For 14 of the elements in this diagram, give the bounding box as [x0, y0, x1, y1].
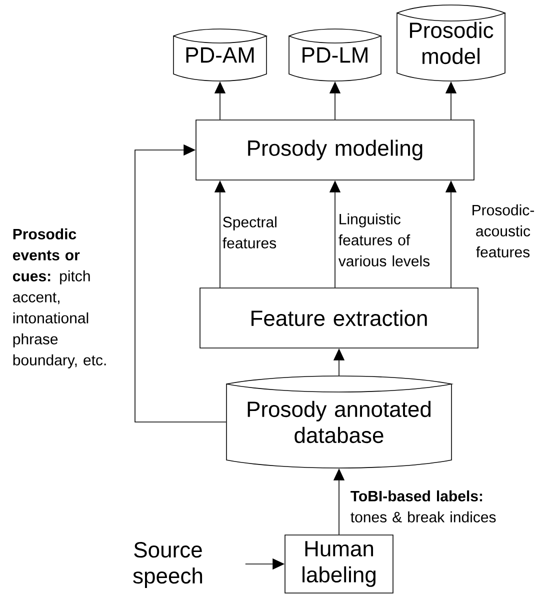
edge-label: Prosodic-acoustic features — [472, 204, 534, 258]
source-text: Source speech — [133, 542, 202, 588]
process-box: Prosody modeling — [196, 120, 474, 180]
arrow — [134, 144, 226, 422]
edge-label: Linguistic features of various levels — [338, 213, 430, 266]
edge-label: ToBI-based labels: tones & break indices — [350, 490, 496, 522]
storage-cylinder: Prosodic model — [396, 4, 506, 82]
database-cylinder: Prosody annotated database — [226, 376, 452, 468]
process-box: Feature extraction — [200, 288, 478, 348]
edge-label: Prosodic events or cues: pitch accent, intonational phrase boundary, etc. — [12, 228, 106, 368]
storage-cylinder: PD-LM — [288, 28, 382, 82]
process-box: Human labeling — [284, 534, 394, 594]
storage-cylinder: PD-AM — [173, 28, 267, 82]
edge-label: Spectral features — [222, 216, 276, 248]
